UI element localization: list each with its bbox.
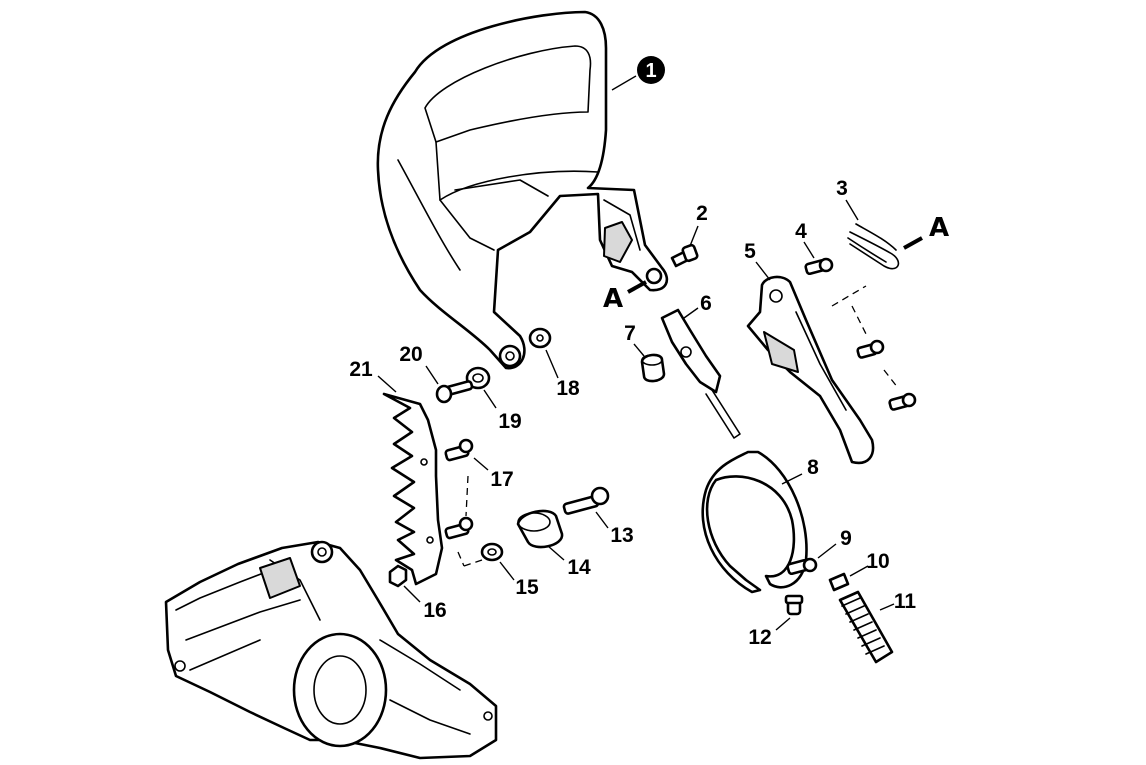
- callout-16: 16: [423, 599, 446, 622]
- callout-21: 21: [349, 358, 373, 381]
- callout-6: 6: [700, 292, 712, 315]
- callout-9: 9: [840, 527, 852, 550]
- callout-5: 5: [744, 240, 756, 263]
- callout-14: 14: [567, 556, 591, 579]
- reference-mark-left: A: [603, 280, 647, 314]
- screw-part-17-upper: [444, 438, 474, 462]
- crankcase-housing: [164, 540, 498, 760]
- washer-part-15: [480, 542, 504, 562]
- screw-part-12: [784, 594, 804, 616]
- screw-part-17-lower: [444, 516, 474, 540]
- callout-labels: 1 2 3 4 5 6 7 8 9 10 11 12 13 14 15 16 1…: [349, 56, 916, 649]
- hand-guard-part: [376, 10, 669, 370]
- screw-side-lower: [888, 392, 917, 411]
- bushing-part-14: [516, 509, 564, 549]
- spiked-bumper-part-21: [382, 392, 444, 586]
- callout-2: 2: [696, 202, 708, 225]
- callout-11: 11: [894, 590, 917, 613]
- reference-label-right: A: [929, 213, 949, 243]
- spring-clip-part-3: [847, 223, 900, 270]
- leader-lines: [377, 75, 895, 631]
- callout-13: 13: [610, 524, 633, 547]
- callout-10: 10: [866, 550, 889, 573]
- reference-mark-right: A: [903, 213, 949, 250]
- nut-part-16: [388, 564, 408, 588]
- washer-part-18: [528, 327, 552, 349]
- callout-7: 7: [624, 322, 636, 345]
- screw-part-9: [786, 557, 818, 576]
- callout-badge: [637, 56, 665, 84]
- brake-cover-part-5: [746, 275, 875, 465]
- screw-part-2: [670, 243, 699, 268]
- spacer-part-19: [465, 366, 491, 390]
- callout-3: 3: [836, 177, 848, 200]
- sleeve-part-7: [640, 353, 666, 383]
- callout-15: 15: [515, 576, 539, 599]
- screw-part-13: [562, 486, 610, 515]
- nut-part-10: [828, 572, 850, 592]
- callout-18: 18: [556, 377, 580, 400]
- brake-lever-part-6: [660, 308, 741, 439]
- screw-side-upper: [856, 339, 885, 359]
- reference-label-left: A: [603, 284, 623, 314]
- callout-1: 1: [645, 60, 656, 82]
- callout-20: 20: [399, 343, 422, 366]
- screw-part-4: [804, 257, 834, 276]
- callout-17: 17: [490, 468, 513, 491]
- spring-part-11: [838, 590, 894, 664]
- callout-12: 12: [748, 626, 771, 649]
- screw-part-20: [435, 380, 474, 404]
- assembly-lines: [457, 285, 899, 567]
- callout-4: 4: [795, 220, 807, 243]
- callout-8: 8: [807, 456, 819, 479]
- callout-19: 19: [498, 410, 521, 433]
